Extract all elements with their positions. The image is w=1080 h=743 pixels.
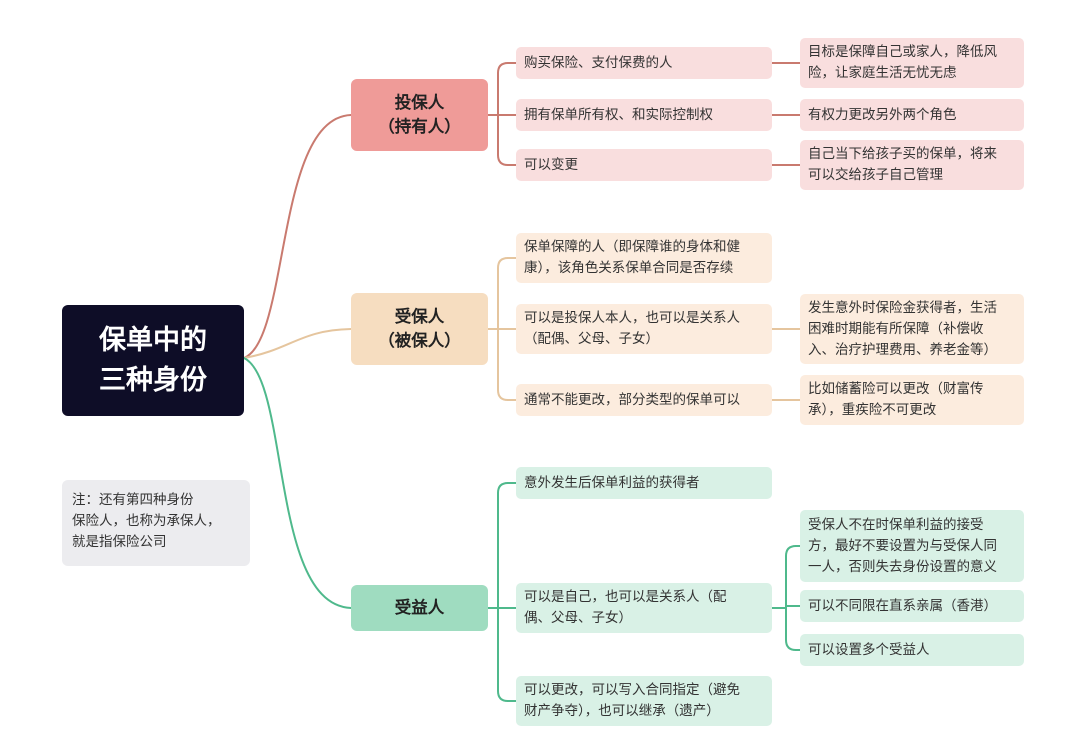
role-node-policyholder: 投保人 （持有人） [351, 79, 488, 151]
policyholder-detail: 自己当下给孩子买的保单，将来 可以交给孩子自己管理 [800, 140, 1024, 190]
beneficiary-detail: 可以设置多个受益人 [800, 634, 1024, 666]
root-title-line-1: 保单中的 [99, 324, 207, 356]
detail-text: 困难时期能有所保障（补偿收 [808, 320, 984, 337]
item-text: 可以是自己，也可以是关系人（配 [524, 589, 727, 605]
detail-text: 有权力更改另外两个角色 [808, 106, 957, 123]
policyholder-item: 拥有保单所有权、和实际控制权 [516, 99, 772, 131]
item-text: 购买保险、支付保费的人 [524, 54, 673, 71]
detail-text: 可以设置多个受益人 [808, 641, 930, 658]
insured-item: 可以是投保人本人，也可以是关系人 （配偶、父母、子女） [516, 304, 772, 354]
policyholder-item: 可以变更 [516, 149, 772, 181]
detail-text: 一人，否则失去身份设置的意义 [808, 558, 997, 575]
beneficiary-item: 意外发生后保单利益的获得者 [516, 467, 772, 499]
beneficiary-detail: 可以不同限在直系亲属（香港） [800, 590, 1024, 622]
role-subtitle: （被保人） [378, 331, 461, 350]
role-subtitle: （持有人） [378, 117, 461, 136]
detail-text: 险，让家庭生活无忧无虑 [808, 65, 957, 81]
item-text: 可以变更 [524, 156, 578, 173]
policyholder-detail: 目标是保障自己或家人，降低风 险，让家庭生活无忧无虑 [800, 38, 1024, 88]
beneficiary-item: 可以是自己，也可以是关系人（配 偶、父母、子女） [516, 583, 772, 633]
item-text: 意外发生后保单利益的获得者 [524, 474, 700, 491]
item-text: 保单保障的人（即保障谁的身体和健 [524, 239, 740, 255]
role-title: 受保人 [394, 307, 445, 326]
detail-text: 比如储蓄险可以更改（财富传 [808, 381, 984, 397]
role-node-beneficiary: 受益人 [351, 585, 488, 631]
note-line: 保险人，也称为承保人， [72, 513, 221, 529]
insured-item: 通常不能更改，部分类型的保单可以 [516, 384, 772, 416]
policyholder-detail: 有权力更改另外两个角色 [800, 99, 1024, 131]
note-line: 就是指保险公司 [72, 534, 167, 550]
detail-text: 自己当下给孩子买的保单，将来 [808, 146, 997, 162]
beneficiary-detail: 受保人不在时保单利益的接受 方，最好不要设置为与受保人同 一人，否则失去身份设置… [800, 510, 1024, 582]
item-text: （配偶、父母、子女） [524, 331, 659, 347]
item-text: 康），该角色关系保单合同是否存续 [524, 260, 734, 276]
insured-detail: 比如储蓄险可以更改（财富传 承），重疾险不可更改 [800, 375, 1024, 425]
item-text: 可以更改，可以写入合同指定（避免 [524, 682, 740, 698]
root-title-line-2: 三种身份 [99, 364, 207, 396]
item-text: 偶、父母、子女） [524, 610, 632, 626]
detail-text: 入、治疗护理费用、养老金等） [808, 341, 997, 358]
note-box: 注：还有第四种身份 保险人，也称为承保人， 就是指保险公司 [62, 480, 250, 566]
detail-text: 方，最好不要设置为与受保人同 [808, 537, 997, 554]
detail-text: 承），重疾险不可更改 [808, 402, 937, 418]
insured-detail: 发生意外时保险金获得者，生活 困难时期能有所保障（补偿收 入、治疗护理费用、养老… [800, 294, 1024, 364]
root-node: 保单中的 三种身份 [62, 305, 244, 416]
role-title: 投保人 [394, 93, 445, 112]
detail-text: 受保人不在时保单利益的接受 [808, 516, 984, 533]
item-text: 通常不能更改，部分类型的保单可以 [524, 391, 740, 408]
detail-text: 目标是保障自己或家人，降低风 [808, 44, 997, 60]
policyholder-item: 购买保险、支付保费的人 [516, 47, 772, 79]
item-text: 拥有保单所有权、和实际控制权 [524, 106, 713, 123]
detail-text: 可以交给孩子自己管理 [808, 167, 943, 183]
detail-text: 可以不同限在直系亲属（香港） [808, 597, 997, 614]
detail-text: 发生意外时保险金获得者，生活 [808, 299, 997, 316]
item-text: 财产争夺），也可以继承（遗产） [524, 703, 720, 719]
note-line: 注：还有第四种身份 [72, 492, 194, 508]
item-text: 可以是投保人本人，也可以是关系人 [524, 310, 740, 326]
role-title: 受益人 [394, 598, 445, 617]
insured-item: 保单保障的人（即保障谁的身体和健 康），该角色关系保单合同是否存续 [516, 233, 772, 283]
beneficiary-item: 可以更改，可以写入合同指定（避免 财产争夺），也可以继承（遗产） [516, 676, 772, 726]
role-node-insured: 受保人 （被保人） [351, 293, 488, 365]
